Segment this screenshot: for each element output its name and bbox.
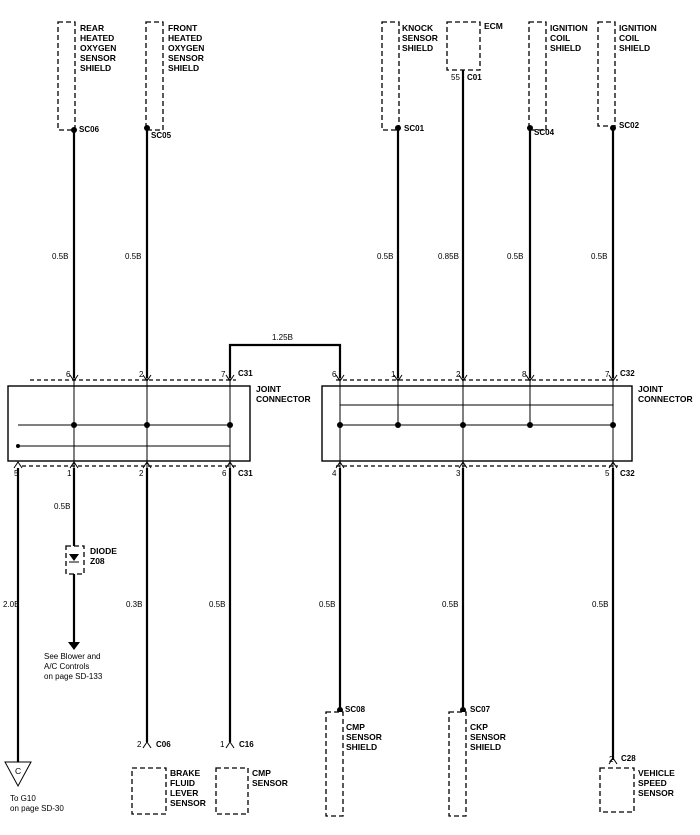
c16-pin: 1	[220, 740, 225, 749]
pin-l-bot-2: 1	[67, 469, 72, 478]
ground-note[interactable]: To G10 on page SD-30	[10, 794, 64, 813]
wire-size-cmp: 0.5B	[319, 600, 336, 609]
c31-bot-label: C31	[238, 469, 253, 478]
wire-size-3: 0.5B	[377, 252, 394, 261]
brake-sensor-box	[131, 767, 167, 815]
splice-sc06: SC06	[79, 125, 100, 134]
splice-sc07: SC07	[470, 705, 491, 714]
wire-size-c06: 0.3B	[126, 600, 143, 609]
wire-jumper	[228, 343, 342, 378]
pin-l-bot-1: 5	[14, 469, 19, 478]
diode-box	[65, 545, 85, 575]
cmp-sensor-label: CMP SENSOR	[252, 768, 288, 788]
front-o2-shield-box	[145, 21, 164, 131]
pin-l-bot-3: 2	[139, 469, 144, 478]
c16-label: C16	[239, 740, 254, 749]
cmp-shield-label: CMP SENSOR SHIELD	[346, 722, 382, 752]
cmp-sensor-box	[215, 767, 249, 815]
wire-size-5: 0.5B	[507, 252, 524, 261]
pin-r-bot-1: 4	[332, 469, 337, 478]
ground-letter: C	[15, 766, 22, 776]
ign1-shield-label: IGNITION COIL SHIELD	[550, 23, 588, 53]
pin-l-top-2: 2	[139, 370, 144, 379]
ckp-shield-box	[448, 711, 467, 817]
brake-sensor-label: BRAKE FLUID LEVER SENSOR	[170, 768, 206, 808]
diode-label: DIODE Z08	[90, 546, 117, 566]
knock-shield-box	[381, 21, 400, 131]
wire-size-4: 0.85B	[438, 252, 459, 261]
wire-size-6: 0.5B	[591, 252, 608, 261]
left-joint-connector	[7, 385, 251, 462]
wire-size-left-top: 0.5B	[54, 502, 71, 511]
front-o2-shield-label: FRONT HEATED OXYGEN SENSOR SHIELD	[168, 23, 205, 73]
pin-r-bot-2: 3	[456, 469, 461, 478]
ign2-shield-box	[597, 21, 616, 127]
c31-top-label: C31	[238, 369, 253, 378]
blower-note[interactable]: See Blower and A/C Controls on page SD-1…	[44, 652, 103, 681]
ckp-shield-label: CKP SENSOR SHIELD	[470, 722, 506, 752]
c28-pin: 2	[609, 755, 614, 764]
c32-bot-label: C32	[620, 469, 635, 478]
c06-pin: 2	[137, 740, 142, 749]
left-joint-connector-label: JOINT CONNECTOR	[256, 384, 311, 404]
cmp-shield-box	[325, 711, 344, 817]
ign2-shield-label: IGNITION COIL SHIELD	[619, 23, 657, 53]
c01-pin: 55	[451, 73, 460, 82]
pin-l-top-1: 6	[66, 370, 71, 379]
c06-label: C06	[156, 740, 171, 749]
pin-r-top-5: 7	[605, 370, 610, 379]
right-joint-connector	[321, 385, 633, 462]
splice-sc01: SC01	[404, 124, 425, 133]
splice-sc05: SC05	[151, 131, 172, 140]
wire-size-ground: 2.0B	[3, 600, 20, 609]
knock-shield-label: KNOCK SENSOR SHIELD	[402, 23, 438, 53]
diode-icon	[69, 554, 79, 561]
c32-top-label: C32	[620, 369, 635, 378]
wire-size-2: 0.5B	[125, 252, 142, 261]
c01-label: C01	[467, 73, 482, 82]
wire-size-ckp: 0.5B	[442, 600, 459, 609]
ground-triangle-icon	[4, 761, 32, 788]
pin-r-bot-3: 5	[605, 469, 610, 478]
ign1-shield-box	[528, 21, 547, 131]
ecm-box	[446, 21, 481, 71]
splice-sc02: SC02	[619, 121, 640, 130]
vss-label: VEHICLE SPEED SENSOR	[638, 768, 675, 798]
splice-sc04: SC04	[534, 128, 555, 137]
splice-sc08: SC08	[345, 705, 366, 714]
wire-size-vss: 0.5B	[592, 600, 609, 609]
pin-l-bot-4: 6	[222, 469, 227, 478]
right-joint-connector-label: JOINT CONNECTOR	[638, 384, 693, 404]
c28-label: C28	[621, 754, 636, 763]
wire-size-1: 0.5B	[52, 252, 69, 261]
pin-l-top-3: 7	[221, 370, 226, 379]
wire-size-jumper: 1.25B	[272, 333, 293, 342]
pin-r-top-2: 1	[391, 370, 396, 379]
wire-size-c16: 0.5B	[209, 600, 226, 609]
pin-r-top-4: 8	[522, 370, 527, 379]
vss-box	[599, 767, 635, 813]
rear-o2-shield-label: REAR HEATED OXYGEN SENSOR SHIELD	[80, 23, 117, 73]
rear-o2-shield-box	[57, 21, 76, 131]
ecm-label: ECM	[484, 21, 503, 31]
pin-r-top-3: 2	[456, 370, 461, 379]
pin-r-top-1: 6	[332, 370, 337, 379]
